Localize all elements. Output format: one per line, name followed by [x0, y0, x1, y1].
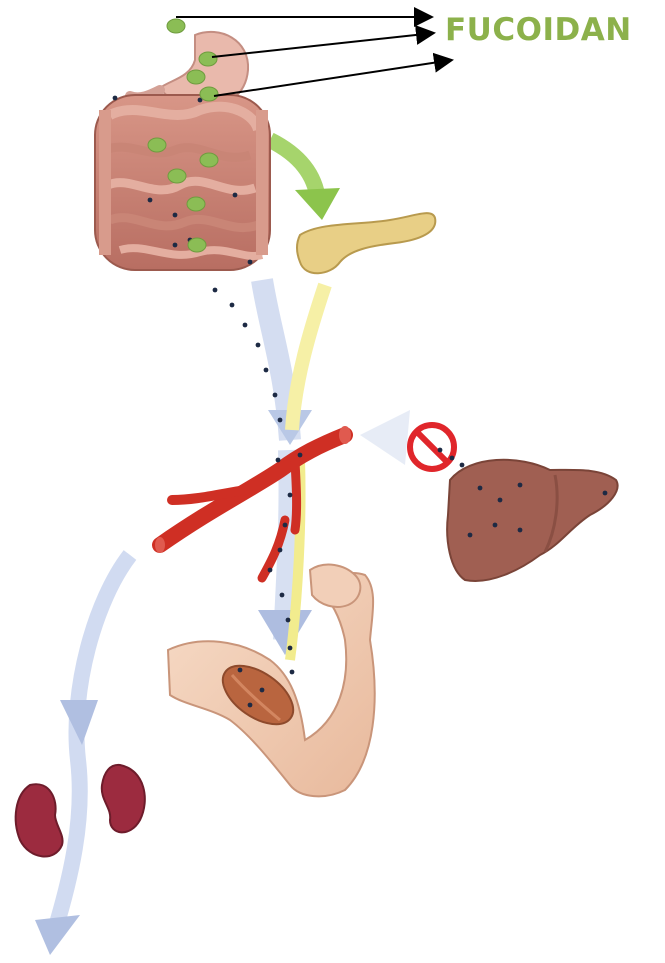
liver-icon — [447, 460, 617, 581]
fucoidan-label: FUCOIDAN — [445, 12, 632, 48]
intestine-icon — [95, 95, 270, 270]
pancreas-arrow — [270, 140, 340, 220]
artery-icon — [155, 426, 351, 578]
arm-muscle-icon — [168, 565, 375, 797]
pancreas-icon — [297, 213, 435, 273]
prohibit-icon — [410, 425, 454, 469]
